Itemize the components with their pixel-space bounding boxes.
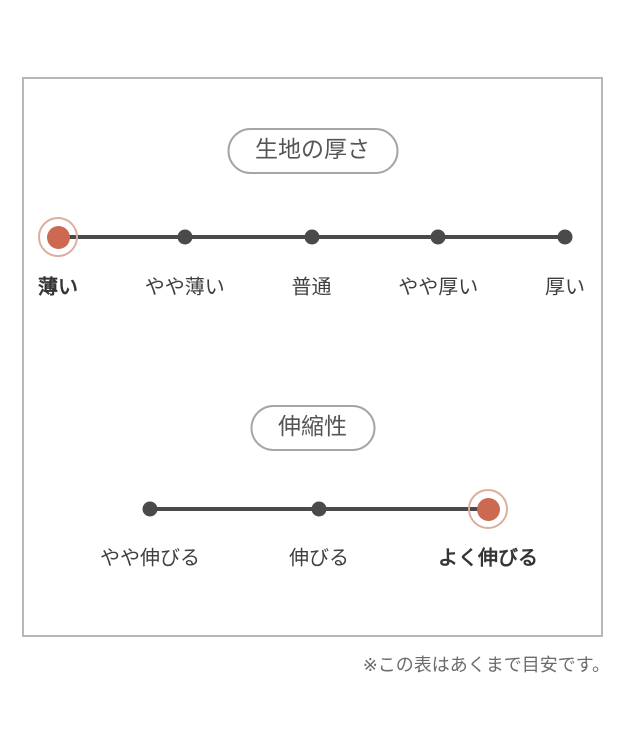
scale-dot	[430, 229, 446, 245]
scale-dot	[177, 229, 193, 245]
scale-option-label: やや伸びる	[100, 545, 200, 570]
stretchiness-title: 伸縮性	[250, 405, 375, 451]
scale-dot	[304, 229, 319, 245]
fabric-thickness-title: 生地の厚さ	[227, 128, 398, 174]
scale-dot	[142, 501, 158, 517]
selected-dot-thin	[38, 217, 78, 257]
scale-option-label: やや薄い	[144, 274, 225, 299]
scale-option-label: よく伸びる	[438, 545, 538, 570]
selected-dot-core	[476, 497, 500, 521]
scale-option-label: 伸びる	[289, 545, 349, 570]
scale-option-label: 厚い	[545, 274, 585, 299]
scale-dot	[557, 229, 573, 245]
selected-dot-core	[46, 225, 70, 249]
selected-dot-very-stretchy	[468, 489, 508, 529]
scale-option-label: 薄い	[38, 274, 78, 299]
scale-option-label: 普通	[291, 274, 332, 299]
scale-dot	[311, 501, 327, 517]
scale-option-label: やや厚い	[398, 274, 479, 299]
disclaimer-note: ※この表はあくまで目安です。	[362, 655, 610, 676]
